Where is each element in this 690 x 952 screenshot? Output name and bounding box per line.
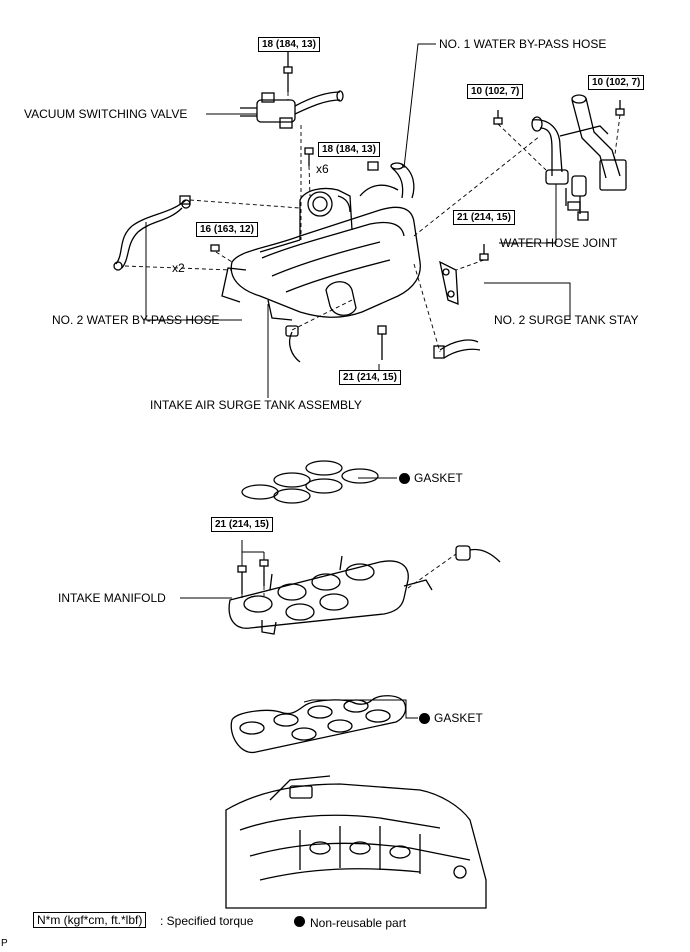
- legend-torque-description: : Specified torque: [160, 914, 254, 928]
- intake-manifold-drawing: [228, 555, 433, 635]
- bolt-stay: [479, 244, 489, 261]
- engine-block-drawing: [225, 775, 487, 909]
- torque-spec-manifold: 21 (214, 15): [211, 517, 273, 532]
- label-water-hose-joint: WATER HOSE JOINT: [500, 236, 618, 250]
- label-vacuum-switching-valve: VACUUM SWITCHING VALVE: [24, 107, 188, 121]
- non-reusable-mark-upper: [399, 473, 410, 484]
- label-intake-air-surge-tank-assembly: INTAKE AIR SURGE TANK ASSEMBLY: [150, 398, 362, 412]
- legend-non-reusable-text: Non-reusable part: [310, 916, 407, 930]
- bolt-top: [283, 66, 293, 92]
- torque-spec-mid: 18 (184, 13): [318, 142, 380, 157]
- torque-spec-left: 16 (163, 12): [196, 222, 258, 237]
- torque-spec-wj-right: 10 (102, 7): [588, 75, 645, 90]
- bolt-wj-right: [615, 100, 625, 116]
- label-no2-water-bypass-hose: NO. 2 WATER BY-PASS HOSE: [52, 313, 220, 327]
- water-hose-joint-drawing: [531, 94, 627, 221]
- bolt-wj-left: [493, 110, 503, 125]
- lower-gasket-drawing: [230, 695, 407, 753]
- torque-spec-stay: 21 (214, 15): [453, 210, 515, 225]
- bolt-bottom: [377, 325, 387, 360]
- label-gasket-upper: GASKET: [414, 471, 463, 485]
- quantity-x2: x2: [172, 261, 185, 275]
- figure-code: P: [1, 938, 8, 949]
- hose-bottom-right: [433, 339, 481, 359]
- non-reusable-mark-lower: [419, 713, 430, 724]
- nut-mid: [367, 161, 379, 171]
- torque-spec-top: 18 (184, 13): [258, 37, 320, 52]
- no1-water-bypass-hose-drawing: [390, 162, 415, 199]
- label-intake-manifold: INTAKE MANIFOLD: [58, 591, 166, 605]
- hose-bottom-left: [285, 325, 301, 363]
- no2-water-bypass-hose-drawing: [113, 195, 191, 271]
- label-no1-water-bypass-hose: NO. 1 WATER BY-PASS HOSE: [439, 37, 607, 51]
- leader-lines: [145, 43, 571, 719]
- label-no2-surge-tank-stay: NO. 2 SURGE TANK STAY: [494, 313, 639, 327]
- torque-spec-wj-left: 10 (102, 7): [467, 84, 524, 99]
- sensor-connector-drawing: [455, 545, 501, 563]
- label-gasket-lower: GASKET: [434, 711, 483, 725]
- intake-air-surge-tank-drawing: [221, 184, 421, 321]
- no2-surge-tank-stay-drawing: [439, 260, 459, 305]
- legend-torque-unit: N*m (kgf*cm, ft.*lbf): [33, 912, 147, 928]
- dashed-guides: [124, 92, 621, 600]
- upper-gasket-drawing: [241, 460, 379, 504]
- torque-spec-bottom: 21 (214, 15): [339, 370, 401, 385]
- quantity-x6: x6: [316, 162, 329, 176]
- bolt-manifold-a: [237, 565, 247, 594]
- bolt-left: [210, 244, 220, 252]
- bolt-manifold-b: [259, 559, 269, 586]
- legend-non-reusable-dot: [294, 916, 305, 927]
- vacuum-switching-valve-drawing: [240, 90, 344, 129]
- bolt-mid: [304, 147, 314, 166]
